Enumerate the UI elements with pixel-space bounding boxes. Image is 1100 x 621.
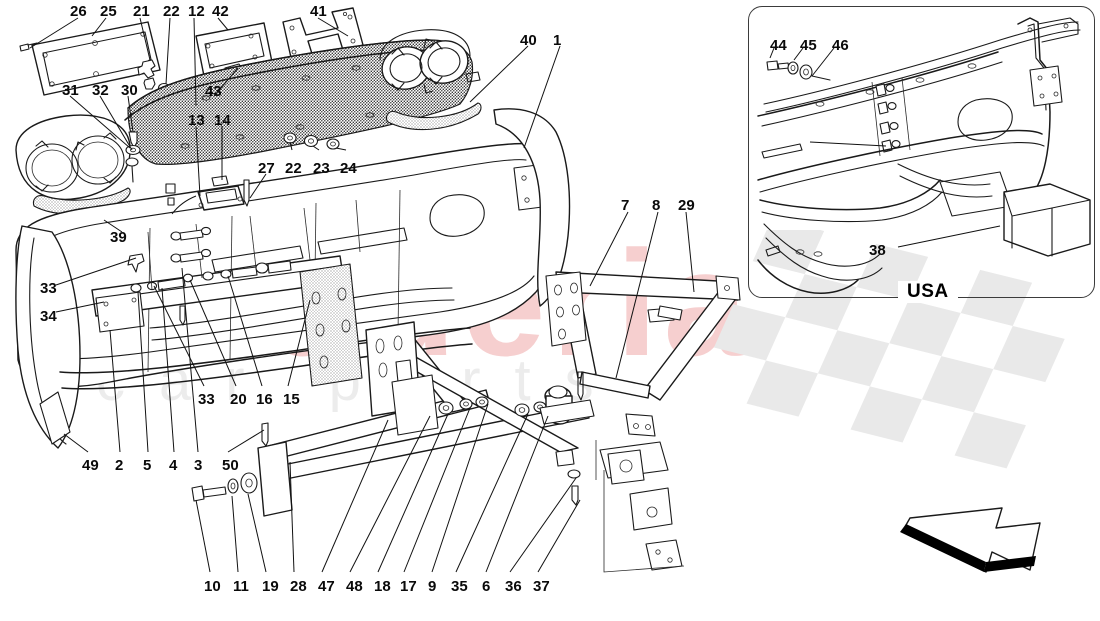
callout-number-16-27: 16 — [256, 391, 273, 408]
callout-number-14-13: 14 — [214, 112, 231, 129]
callout-number-33-20: 33 — [40, 280, 57, 297]
callout-number-28-38: 28 — [290, 578, 307, 595]
callout-number-21-2: 21 — [133, 3, 150, 20]
callout-number-26-0: 26 — [70, 3, 87, 20]
bolt-10-set — [191, 472, 258, 502]
callout-number-11-36: 11 — [233, 578, 249, 595]
usa-inset-label: USA — [898, 281, 958, 303]
callout-number-39-19: 39 — [110, 229, 127, 246]
callout-number-20-26: 20 — [230, 391, 247, 408]
callout-number-32-10: 32 — [92, 82, 109, 99]
direction-arrow — [900, 507, 1041, 573]
lower-left-support-structure — [15, 199, 473, 449]
callout-number-2-30: 2 — [115, 457, 124, 474]
callout-number-10-35: 10 — [204, 578, 221, 595]
tow-ball-assembly — [539, 371, 595, 425]
callout-number-33-25: 33 — [198, 391, 215, 408]
plate-screw-26 — [19, 42, 38, 52]
callout-number-36-46: 36 — [505, 578, 522, 595]
callout-number-29-24: 29 — [678, 197, 695, 214]
callout-number-3-33: 3 — [194, 457, 203, 474]
callout-number-5-31: 5 — [143, 457, 152, 474]
callout-number-13-12: 13 — [188, 112, 205, 129]
callout-number-1-8: 1 — [553, 32, 562, 49]
callout-number-12-4: 12 — [188, 3, 205, 20]
callout-number-22-3: 22 — [163, 3, 180, 20]
callout-number-49-29: 49 — [82, 457, 99, 474]
callout-number-25-1: 25 — [100, 3, 117, 20]
speckled-plate-15 — [299, 263, 363, 387]
callout-number-37-47: 37 — [533, 578, 550, 595]
callout-number-35-44: 35 — [451, 578, 468, 595]
callout-number-43-14: 43 — [205, 83, 222, 100]
callout-number-34-21: 34 — [40, 308, 57, 325]
callout-number-18-41: 18 — [374, 578, 391, 595]
callout-number-27-15: 27 — [258, 160, 275, 177]
tow-hitch-frame — [191, 271, 741, 573]
callout-number-6-45: 6 — [482, 578, 491, 595]
callout-number-30-11: 30 — [121, 82, 138, 99]
callout-number-9-43: 9 — [428, 578, 437, 595]
callout-number-47-39: 47 — [318, 578, 335, 595]
callout-number-22-16: 22 — [285, 160, 302, 177]
inset-callout-number-44-0: 44 — [770, 37, 787, 54]
callout-number-15-28: 15 — [283, 391, 300, 408]
callout-number-8-23: 8 — [652, 197, 661, 214]
inset-callout-number-46-2: 46 — [832, 37, 849, 54]
lower-right-brackets — [555, 440, 685, 573]
license-lamp-assembly-13-14 — [165, 175, 250, 215]
callout-number-24-18: 24 — [340, 160, 357, 177]
bushing-row — [438, 396, 547, 417]
callout-number-17-42: 17 — [400, 578, 417, 595]
callout-number-23-17: 23 — [313, 160, 330, 177]
callout-number-31-9: 31 — [62, 82, 79, 99]
callout-number-48-40: 48 — [346, 578, 363, 595]
leader-lines — [29, 17, 695, 573]
inset-callout-number-38-3: 38 — [869, 242, 886, 259]
inset-callout-number-45-1: 45 — [800, 37, 817, 54]
callout-number-41-6: 41 — [310, 3, 327, 20]
callout-number-19-37: 19 — [262, 578, 279, 595]
callout-number-42-5: 42 — [212, 3, 229, 20]
exhaust-tips — [379, 29, 471, 94]
callout-number-40-7: 40 — [520, 32, 537, 49]
callout-number-7-22: 7 — [621, 197, 630, 214]
callout-number-50-34: 50 — [222, 457, 239, 474]
callout-number-4-32: 4 — [169, 457, 178, 474]
usa-inset-art — [757, 17, 1091, 294]
